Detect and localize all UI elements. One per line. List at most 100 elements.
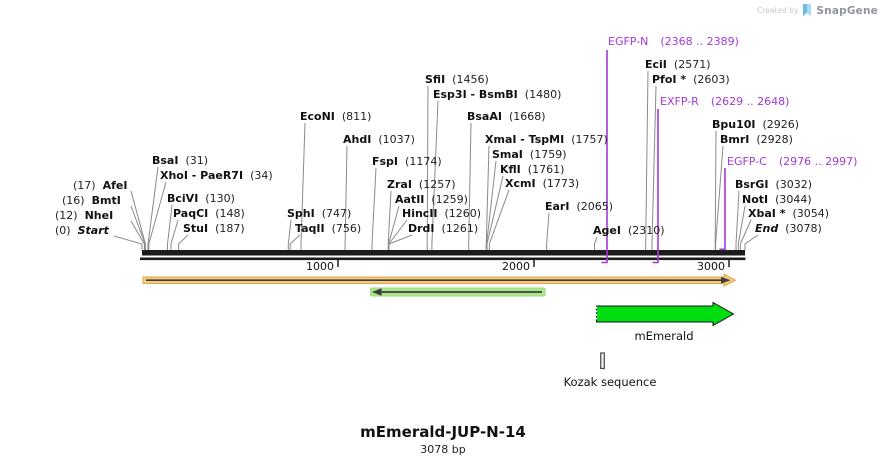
site-label-bpu10i[interactable]: Bpu10I(2926): [712, 118, 799, 131]
site-label-xbai[interactable]: XbaI *(3054): [748, 207, 829, 220]
site-position: (811): [341, 110, 372, 123]
site-label-sphi[interactable]: SphI(747): [287, 207, 351, 220]
site-name: BmtI: [91, 194, 121, 207]
site-label-bmti[interactable]: (16) BmtI: [62, 194, 121, 207]
scale-bar: [140, 257, 746, 261]
primer-marker-egfp-c[interactable]: [719, 168, 726, 251]
site-label-xmai-tspmi[interactable]: XmaI - TspMI(1757): [485, 133, 608, 146]
primer-marker-exfp-r[interactable]: [652, 109, 659, 264]
snapgene-watermark: Created by SnapGene: [757, 4, 878, 17]
site-position: (1480): [524, 88, 562, 101]
site-label-nhei[interactable]: (12)NheI: [55, 209, 113, 222]
site-name: NotI: [742, 193, 769, 206]
site-label-smai[interactable]: SmaI(1759): [492, 148, 566, 161]
site-connector-lines: [113, 70, 759, 250]
site-label-xhoi-paer7i[interactable]: XhoI - PaeR7I (34): [160, 169, 273, 182]
site-label-bsaai[interactable]: BsaAI(1668): [467, 110, 546, 123]
primer-label-egfp-n[interactable]: EGFP-N (2368 .. 2389): [608, 35, 739, 48]
site-label-bcivi[interactable]: BciVI(130): [167, 192, 235, 205]
site-name: AatII: [395, 193, 425, 206]
site-name: BsaAI: [467, 110, 502, 123]
site-label-xcmi[interactable]: XcmI (1773): [505, 177, 579, 190]
snapgene-flag-icon: [803, 4, 812, 16]
site-position: (3032): [775, 178, 813, 191]
site-name: AfeI: [102, 179, 128, 192]
site-position: (31): [185, 154, 209, 167]
site-label-start[interactable]: (0)Start: [55, 224, 109, 237]
site-label-afei[interactable]: (17)AfeI: [73, 179, 127, 192]
site-label-stui[interactable]: StuI (187): [183, 222, 245, 235]
site-position: (1257): [418, 178, 456, 191]
site-position: (148): [215, 207, 245, 220]
site-label-fspi[interactable]: FspI(1174): [372, 155, 442, 168]
site-position: (1037): [378, 133, 415, 146]
site-name: StuI: [183, 222, 209, 235]
site-label-end[interactable]: End(3078): [755, 222, 822, 235]
site-label-bmri[interactable]: BmrI(2928): [720, 133, 793, 146]
site-name: XhoI - PaeR7I: [160, 169, 244, 182]
site-label-zrai[interactable]: ZraI (1257): [387, 178, 456, 191]
site-label-paqci[interactable]: PaqCI(148): [173, 207, 245, 220]
site-name: XcmI: [505, 177, 536, 190]
site-label-noti[interactable]: NotI (3044): [742, 193, 812, 206]
sequence-bar[interactable]: [142, 250, 745, 256]
site-position: (1773): [542, 177, 580, 190]
primer-name: EGFP-N: [608, 35, 649, 48]
site-position: (187): [215, 222, 245, 235]
site-name: TaqII: [295, 222, 325, 235]
title-block: mEmerald-JUP-N-14 3078 bp: [0, 423, 886, 456]
scale-tick-marks: [337, 259, 730, 267]
primer-range: (2629 .. 2648): [710, 95, 790, 108]
site-position: (3044): [775, 193, 812, 206]
site-position: (16): [62, 194, 85, 207]
site-position: (34): [250, 169, 273, 182]
memerald-label[interactable]: mEmerald: [634, 329, 694, 343]
site-label-sfii[interactable]: SfiI(1456): [425, 73, 489, 86]
site-name: NheI: [84, 209, 114, 222]
site-label-ecii[interactable]: EciI (2571): [645, 58, 710, 71]
site-name: HincII: [402, 207, 438, 220]
primer-range: (2976 .. 2997): [778, 155, 858, 168]
map-title: mEmerald-JUP-N-14: [360, 423, 526, 441]
site-name: End: [755, 222, 779, 235]
site-label-bsai[interactable]: BsaI (31): [152, 154, 208, 167]
primer-label-egfp-c[interactable]: EGFP-C(2976 .. 2997): [727, 155, 857, 168]
primer-marker-egfp-n[interactable]: [601, 50, 608, 264]
site-name: XmaI - TspMI: [485, 133, 565, 146]
site-position: (1174): [405, 155, 442, 168]
memerald-arrow[interactable]: [595, 301, 735, 327]
site-name: BsaI: [152, 154, 179, 167]
snapgene-brand-text: SnapGene: [816, 4, 878, 17]
site-position: (2571): [673, 58, 711, 71]
site-label-ahdi[interactable]: AhdI(1037): [343, 133, 415, 146]
primer-range: (2368 .. 2389): [660, 35, 739, 48]
site-label-drdi[interactable]: DrdI(1261): [408, 222, 478, 235]
primer-name: EXFP-R: [660, 95, 699, 108]
site-name: EciI: [645, 58, 667, 71]
backbone-arrow[interactable]: [142, 273, 737, 288]
site-position: (1261): [441, 222, 479, 235]
site-position: (747): [321, 207, 352, 220]
reverse-feature-arrow[interactable]: [370, 287, 546, 297]
site-name: BsrGI: [735, 178, 769, 191]
site-position: (1456): [452, 73, 489, 86]
site-label-bsrgi[interactable]: BsrGI (3032): [735, 178, 812, 191]
site-label-eari[interactable]: EarI(2065): [545, 200, 613, 213]
kozak-label[interactable]: Kozak sequence: [563, 375, 657, 389]
site-label-esp3i-bsmbi[interactable]: Esp3I - BsmBI(1480): [433, 88, 561, 101]
scale-tick-3000: 3000: [697, 260, 725, 273]
primer-label-exfp-r[interactable]: EXFP-R (2629 .. 2648): [660, 95, 789, 108]
site-position: (130): [205, 192, 235, 205]
site-name: ZraI: [387, 178, 412, 191]
site-position: (1761): [527, 163, 565, 176]
site-label-hincii[interactable]: HincII(1260): [402, 207, 481, 220]
site-label-econi[interactable]: EcoNI (811): [300, 110, 371, 123]
site-label-taqii[interactable]: TaqII(756): [295, 222, 361, 235]
site-label-aatii[interactable]: AatII(1259): [395, 193, 468, 206]
site-name: BmrI: [720, 133, 750, 146]
site-label-agei[interactable]: AgeI(2310): [593, 224, 665, 237]
kozak-marker[interactable]: [600, 352, 605, 370]
site-label-kfli[interactable]: KflI(1761): [500, 163, 564, 176]
site-label-pfoi[interactable]: PfoI *(2603): [652, 73, 730, 86]
site-name: EcoNI: [300, 110, 335, 123]
